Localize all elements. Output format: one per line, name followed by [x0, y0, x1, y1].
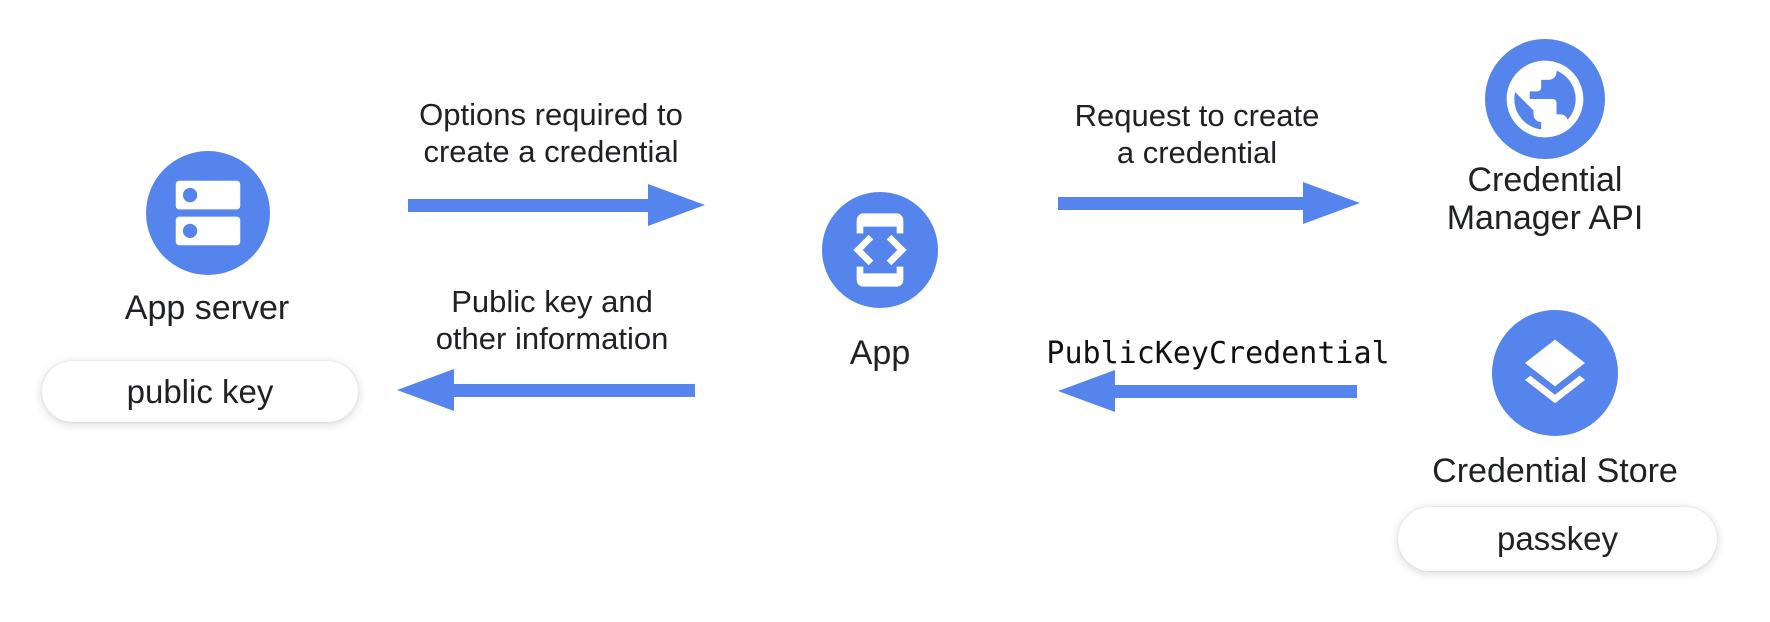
app-server-label: App server — [124, 289, 290, 327]
request-arrow-label: Request to create a credential — [1074, 98, 1320, 170]
arrow-head — [648, 184, 705, 226]
layers-icon — [1525, 339, 1585, 404]
arrow-shaft — [1058, 196, 1303, 210]
public-key-credential-arrow-left-icon — [1058, 370, 1357, 412]
public-key-pill-label: public key — [126, 372, 274, 410]
arrow-shaft — [454, 383, 695, 397]
public-key-info-arrow-label: Public key and other information — [435, 284, 669, 356]
arrow-head — [1303, 182, 1360, 224]
options-arrow-right-icon — [408, 184, 705, 226]
app-label: App — [849, 334, 911, 372]
public-key-info-arrow-left-icon — [397, 369, 695, 411]
app-node — [822, 192, 938, 308]
credential-manager-api-label: Credential Manager API — [1446, 161, 1644, 237]
passkey-pill-label: passkey — [1496, 520, 1619, 557]
credential-manager-api-node — [1485, 39, 1605, 159]
arrow-head — [397, 369, 454, 411]
server-icon — [175, 180, 241, 246]
credential-store-node — [1492, 310, 1618, 436]
arrow-shaft — [408, 198, 648, 212]
arrow-head — [1058, 370, 1115, 412]
request-arrow-right-icon — [1058, 182, 1360, 224]
phone-code-icon — [853, 213, 907, 287]
public-key-credential-arrow-label: PublicKeyCredential — [1046, 336, 1390, 371]
app-server-node — [146, 151, 270, 275]
arrow-shaft — [1115, 384, 1357, 398]
globe-icon — [1506, 60, 1584, 138]
passkey-pill: passkey — [1398, 507, 1717, 571]
options-arrow-label: Options required to create a credential — [419, 97, 683, 169]
public-key-pill: public key — [42, 361, 358, 422]
credential-store-label: Credential Store — [1432, 452, 1678, 490]
